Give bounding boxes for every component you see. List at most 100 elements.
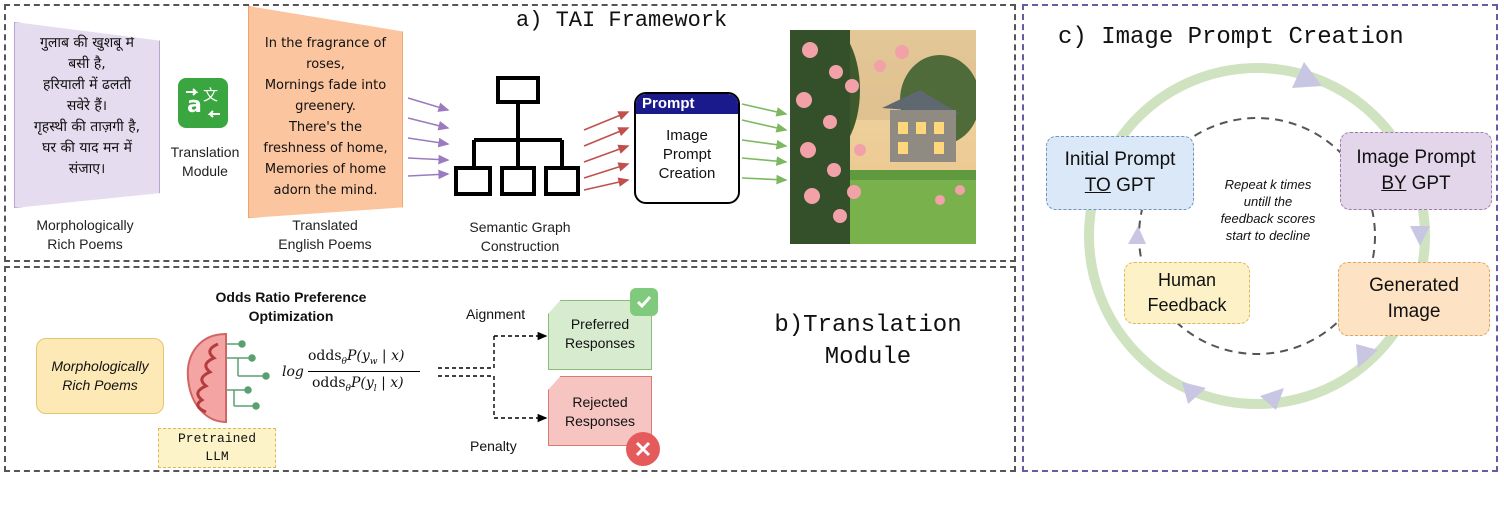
- prompt-header: Prompt: [636, 94, 738, 114]
- brain-llm-icon: [186, 332, 270, 424]
- hindi-caption-line: Rich Poems: [47, 236, 123, 252]
- hindi-line: सवेरे हैं।: [66, 98, 108, 114]
- repeat-line: untill the: [1243, 194, 1293, 209]
- input-rich-poems: Morphologically Rich Poems: [36, 338, 164, 414]
- hindi-poem-card: गुलाब की खुशबू में बसी है, हरियाली में ढ…: [14, 22, 160, 208]
- panel-a-tai-framework: [4, 4, 1016, 262]
- english-line: Memories of home: [264, 162, 387, 177]
- initial-prompt-line1: Initial Prompt: [1064, 149, 1176, 170]
- tm-label-line: Translation: [170, 144, 240, 160]
- panel-b-branch-arrows: [438, 331, 548, 423]
- prompt-body: Image Prompt Creation: [636, 126, 738, 183]
- hindi-line: गुलाब की खुशबू में: [39, 35, 135, 51]
- hindi-line: संजाए।: [68, 161, 106, 177]
- panel-b-title: b)Translation Module: [758, 310, 978, 374]
- orpo-title-line: Odds Ratio Preference: [215, 289, 367, 305]
- den-tail: | x): [376, 375, 404, 391]
- llm-label-line: LLM: [205, 449, 229, 464]
- image-prompt-line2: BY GPT: [1356, 171, 1475, 197]
- initial-prompt-box: Initial Prompt TO GPT: [1046, 136, 1194, 210]
- green-arrows: [741, 103, 788, 185]
- panel-b-title-line: b)Translation: [774, 312, 962, 339]
- english-line: adorn the mind.: [273, 183, 378, 198]
- english-line: roses,: [306, 57, 345, 72]
- repeat-line: start to decline: [1225, 228, 1311, 243]
- num-p: P(y: [346, 348, 370, 364]
- feedback-cycle-ring: [1084, 62, 1430, 410]
- hindi-line: बसी है,: [68, 56, 106, 72]
- image-prompt-box: Image Prompt BY GPT: [1340, 132, 1492, 210]
- image-prompt-line1: Image Prompt: [1356, 147, 1476, 168]
- graph-caption-line: Construction: [480, 238, 560, 254]
- rejected-line: Rejected: [572, 394, 628, 410]
- num-odds: odds: [308, 348, 342, 364]
- num-theta: θ: [341, 356, 347, 367]
- english-caption-line: English Poems: [278, 236, 372, 252]
- preferred-line: Responses: [564, 335, 636, 351]
- preferred-line: Preferred: [570, 316, 630, 332]
- num-w: w: [369, 356, 378, 367]
- hindi-line: घर की याद मन में: [42, 140, 132, 156]
- hindi-line: हरियाली में ढलती: [43, 77, 131, 93]
- svg-text:a: a: [187, 93, 202, 118]
- initial-prompt-line2: TO GPT: [1065, 173, 1176, 199]
- repeat-line: Repeat k times: [1224, 177, 1312, 192]
- to-underlined: TO: [1084, 175, 1111, 196]
- graph-caption: Semantic Graph Construction: [440, 218, 600, 256]
- den-odds: odds: [312, 375, 346, 391]
- alignment-label: Aignment: [466, 306, 526, 322]
- formula-denominator: oddsθP(yl | x): [312, 375, 404, 394]
- repeat-note: Repeat k times untill the feedback score…: [1196, 176, 1340, 244]
- panel-b-title-line: Module: [824, 344, 912, 371]
- hindi-caption: Morphologically Rich Poems: [10, 216, 160, 254]
- odds-ratio-formula: log oddsθP(yw | x) oddsθP(yl | x): [282, 348, 432, 398]
- english-line: In the fragrance of: [264, 36, 387, 51]
- english-line: There's the: [288, 120, 363, 135]
- orpo-title: Odds Ratio Preference Optimization: [196, 288, 386, 326]
- rejected-responses-card: Rejected Responses: [548, 376, 652, 446]
- image-gpt: GPT: [1406, 173, 1451, 194]
- den-theta: θ: [345, 383, 351, 394]
- panel-b-translation-module: [4, 266, 1016, 472]
- llm-label-line: Pretrained: [177, 431, 256, 446]
- repeat-line: feedback scores: [1220, 211, 1316, 226]
- panel-a-title: a) TAI Framework: [516, 8, 728, 33]
- semantic-graph-icon: [454, 76, 580, 196]
- graph-caption-line: Semantic Graph: [469, 219, 571, 235]
- tm-label-line: Module: [182, 163, 228, 179]
- generated-image-rose-house: [790, 30, 976, 244]
- hindi-line: गृहस्थी की ताज़गी है,: [33, 119, 141, 135]
- feedback-line: Feedback: [1147, 295, 1227, 315]
- red-arrows: [583, 111, 630, 191]
- den-l: l: [373, 383, 377, 394]
- formula-numerator: oddsθP(yw | x): [308, 348, 404, 367]
- panel-c-image-prompt-creation: [1022, 4, 1498, 472]
- panel-c-title: c) Image Prompt Creation: [1058, 24, 1404, 51]
- rejected-line: Responses: [564, 413, 636, 429]
- pretrained-llm-label: Pretrained LLM: [158, 428, 276, 468]
- generated-line: Generated: [1369, 275, 1459, 296]
- input-label-line: Morphologically: [51, 358, 149, 374]
- english-poem-card: In the fragrance of roses, Mornings fade…: [248, 6, 403, 218]
- english-caption: Translated English Poems: [250, 216, 400, 254]
- check-icon: [630, 288, 658, 316]
- hindi-caption-line: Morphologically: [36, 217, 134, 233]
- penalty-label: Penalty: [470, 438, 517, 454]
- translation-module-label: Translation Module: [160, 143, 250, 181]
- generated-line: Image: [1387, 301, 1441, 322]
- purple-arrows: [407, 97, 450, 180]
- human-feedback-box: Human Feedback: [1124, 262, 1250, 324]
- english-line: Mornings fade into: [264, 78, 387, 93]
- svg-text:文: 文: [203, 86, 218, 104]
- by-underlined: BY: [1381, 173, 1407, 194]
- formula-fraction-bar: [308, 371, 420, 372]
- english-caption-line: Translated: [292, 217, 358, 233]
- num-tail: | x): [377, 348, 405, 364]
- orpo-title-line: Optimization: [248, 308, 334, 324]
- translate-icon: a 文: [178, 78, 228, 128]
- initial-gpt: GPT: [1110, 175, 1156, 196]
- den-p: P(y: [350, 375, 374, 391]
- panel-a-arrows-and-graph: [407, 76, 788, 196]
- feedback-line: Human: [1157, 270, 1217, 290]
- input-label-line: Rich Poems: [62, 377, 138, 393]
